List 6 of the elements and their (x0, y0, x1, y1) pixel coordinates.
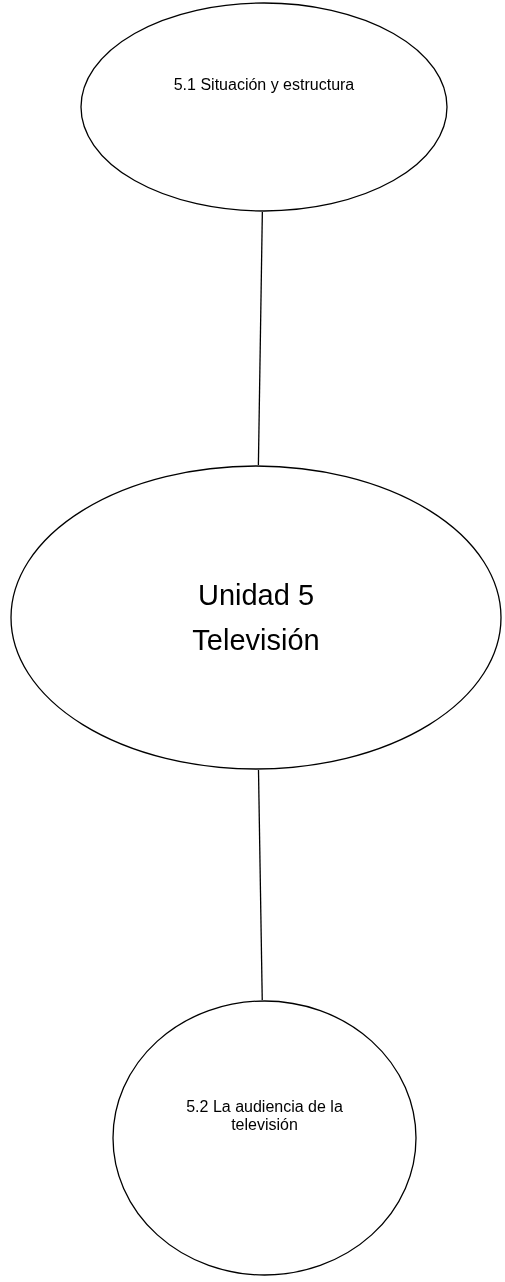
connector-line (257, 211, 263, 466)
node-label: Unidad 5 (197, 578, 315, 612)
node-label: 5.1 Situación y estructura (173, 76, 355, 94)
node-label: 5.2 La audiencia de la televisión (185, 1098, 344, 1134)
node-label: Televisión (192, 623, 320, 657)
connector-line (257, 769, 263, 1001)
